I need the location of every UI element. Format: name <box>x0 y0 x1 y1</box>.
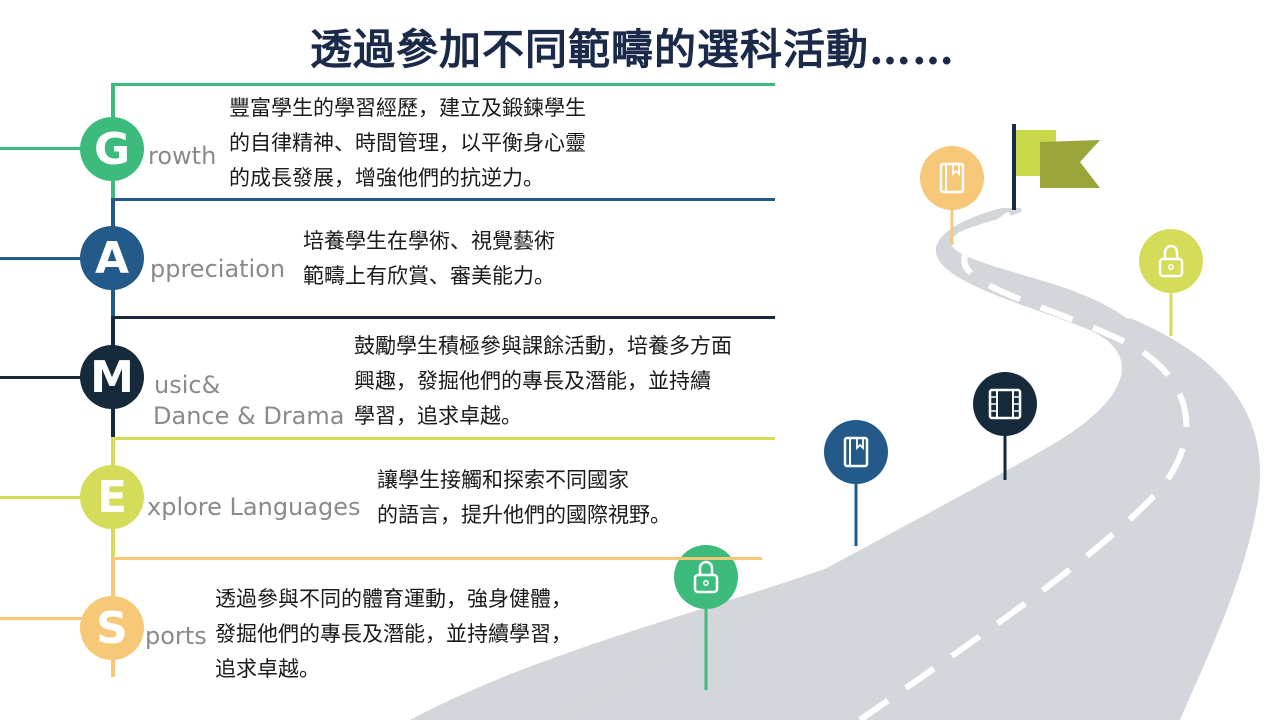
book-icon <box>939 162 965 194</box>
letter-circle-sports: S <box>80 596 144 660</box>
label-music: usic& <box>154 371 221 399</box>
description-line: 透過參與不同的體育運動，強身健體， <box>215 587 572 611</box>
page-title: 透過參加不同範疇的選科活動…… <box>309 25 955 74</box>
description-growth: 豐富學生的學習經歷，建立及鍛鍊學生 的自律精神、時間管理，以平衡身心靈 的成長發… <box>229 91 586 196</box>
label-dance-drama: Dance & Drama <box>153 402 345 430</box>
description-line: 豐富學生的學習經歷，建立及鍛鍊學生 <box>229 96 586 120</box>
description-sports: 透過參與不同的體育運動，強身健體， 發掘他們的專長及潛能，並持續學習， 追求卓越… <box>215 582 572 687</box>
road-widen <box>560 318 1261 720</box>
lead-appreciation <box>0 257 82 260</box>
road-center-line <box>858 211 1190 720</box>
lock-icon <box>1158 244 1184 278</box>
description-line: 興趣，發掘他們的專長及潛能，並持續 <box>354 369 711 393</box>
lead-growth <box>0 147 82 150</box>
divider-explore-top <box>112 437 775 440</box>
description-line: 的語言，提升他們的國際視野。 <box>377 503 671 527</box>
book-icon <box>843 436 869 468</box>
pin-yellow <box>1139 229 1203 336</box>
pin-green <box>674 545 738 690</box>
description-line: 培養學生在學術、視覺藝術 <box>303 229 555 253</box>
divider-growth-top <box>112 83 775 86</box>
pin-blue <box>824 420 888 546</box>
letter-circle-growth: G <box>80 117 144 181</box>
divider-music-top <box>112 316 775 319</box>
description-appreciation: 培養學生在學術、視覺藝術 範疇上有欣賞、審美能力。 <box>303 224 555 294</box>
letter-circle-music: M <box>80 345 144 409</box>
label-explore: xplore Languages <box>147 493 361 521</box>
label-growth: rowth <box>148 142 217 170</box>
description-line: 鼓勵學生積極參與課餘活動，培養多方面 <box>354 334 732 358</box>
divider-sports-top <box>112 557 762 560</box>
description-music: 鼓勵學生積極參與課餘活動，培養多方面 興趣，發掘他們的專長及潛能，並持續 學習，… <box>354 329 732 434</box>
film-icon <box>988 388 1022 420</box>
description-line: 範疇上有欣賞、審美能力。 <box>303 264 555 288</box>
description-line: 追求卓越。 <box>215 657 320 681</box>
description-line: 讓學生接觸和探索不同國家 <box>377 468 629 492</box>
lead-explore <box>0 496 82 499</box>
description-line: 的自律精神、時間管理，以平衡身心靈 <box>229 131 586 155</box>
lead-sports <box>0 617 82 620</box>
lead-music <box>0 376 82 379</box>
description-line: 發掘他們的專長及潛能，並持續學習， <box>215 622 572 646</box>
label-sports: ports <box>145 622 207 650</box>
letter-circle-explore: E <box>80 465 144 529</box>
finish-flag <box>1012 124 1100 210</box>
divider-appreciation-top <box>112 198 775 201</box>
description-line: 學習，追求卓越。 <box>354 404 522 428</box>
pin-navy <box>973 372 1037 480</box>
label-appreciation: ppreciation <box>150 255 286 283</box>
pin-orange <box>920 146 984 245</box>
description-explore: 讓學生接觸和探索不同國家 的語言，提升他們的國際視野。 <box>377 463 671 533</box>
lock-icon <box>693 560 719 594</box>
description-line: 的成長發展，增強他們的抗逆力。 <box>229 166 544 190</box>
letter-circle-appreciation: A <box>80 226 144 290</box>
